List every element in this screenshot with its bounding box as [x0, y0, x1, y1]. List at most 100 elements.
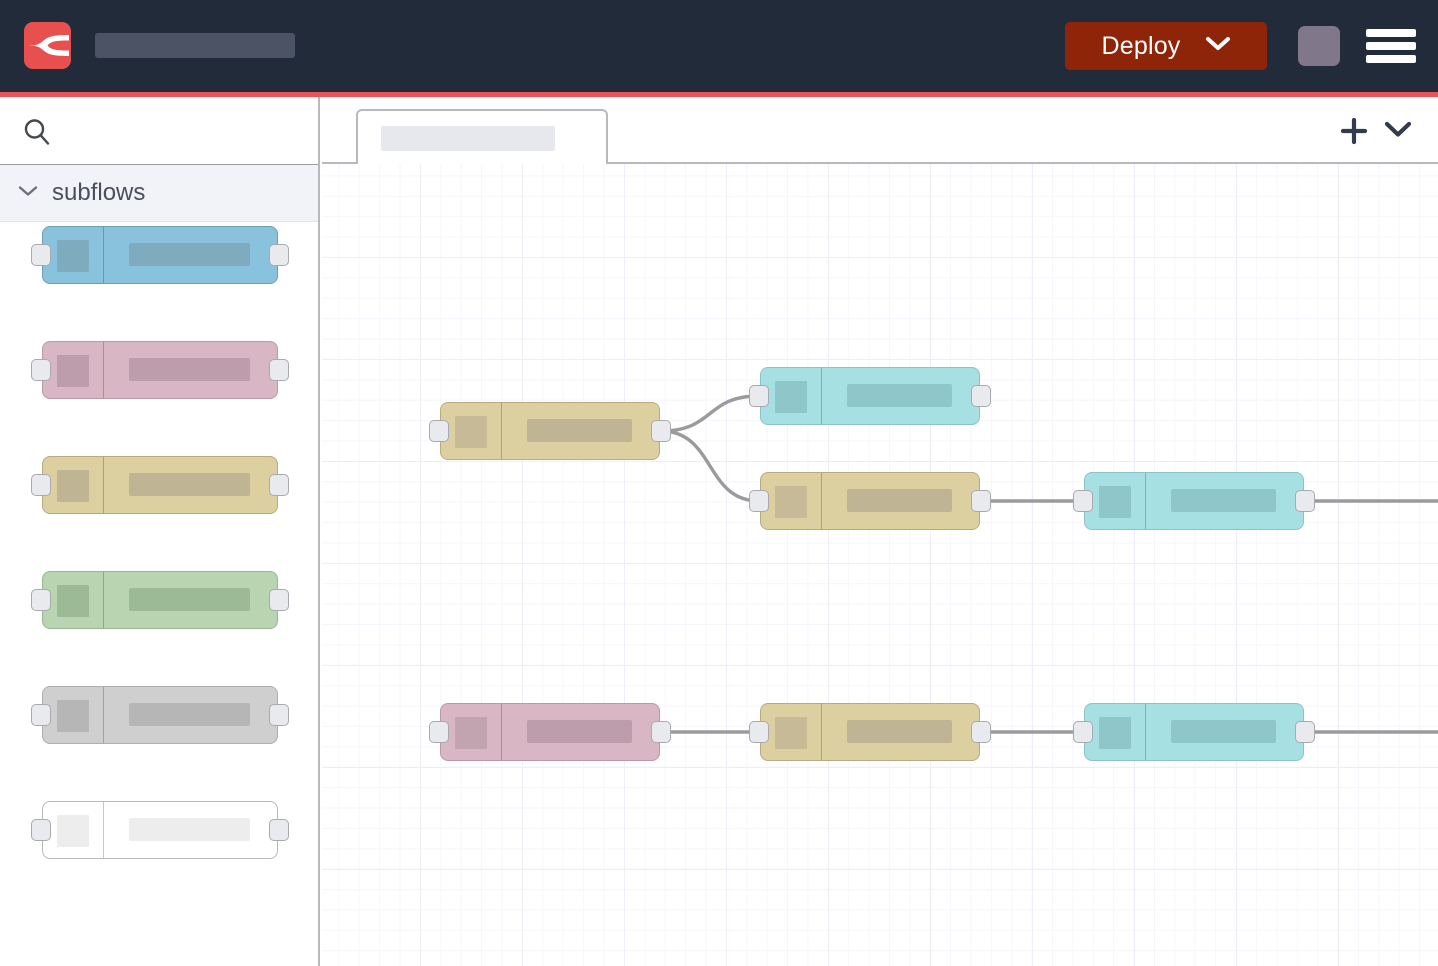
canvas-node-pink-1[interactable]	[429, 703, 671, 761]
node-icon-divider	[501, 704, 502, 760]
node-output-port[interactable]	[971, 385, 991, 407]
workspace-title-placeholder	[95, 33, 295, 58]
palette-node-blank[interactable]	[31, 801, 289, 859]
node-icon-divider	[501, 403, 502, 459]
node-body	[760, 472, 980, 530]
node-label-placeholder	[527, 419, 632, 442]
node-input-port[interactable]	[31, 704, 51, 726]
node-label-placeholder	[129, 358, 250, 381]
palette-node-pink[interactable]	[31, 341, 289, 399]
flow-tab-label	[381, 126, 555, 151]
node-input-port[interactable]	[31, 244, 51, 266]
node-icon-divider	[103, 687, 104, 743]
palette-category-label: subflows	[52, 179, 146, 206]
chevron-down-icon[interactable]	[1382, 117, 1414, 145]
hamburger-bar	[1366, 29, 1416, 37]
node-output-port[interactable]	[269, 244, 289, 266]
node-input-port[interactable]	[1073, 490, 1093, 512]
plus-icon[interactable]	[1338, 115, 1370, 147]
node-body	[440, 402, 660, 460]
node-output-port[interactable]	[971, 721, 991, 743]
node-input-port[interactable]	[749, 385, 769, 407]
node-output-port[interactable]	[651, 420, 671, 442]
palette-node-list	[0, 222, 318, 966]
node-input-port[interactable]	[749, 721, 769, 743]
hamburger-bar	[1366, 55, 1416, 63]
node-label-placeholder	[847, 384, 952, 407]
node-input-port[interactable]	[429, 420, 449, 442]
hamburger-menu-icon[interactable]	[1366, 27, 1416, 65]
node-output-port[interactable]	[971, 490, 991, 512]
wire-layer	[659, 394, 1438, 734]
node-output-port[interactable]	[1295, 490, 1315, 512]
node-icon-placeholder	[1099, 717, 1131, 749]
node-input-port[interactable]	[429, 721, 449, 743]
node-label-placeholder	[129, 588, 250, 611]
palette-sidebar: subflows	[0, 97, 320, 966]
chevron-down-icon[interactable]	[1205, 36, 1231, 57]
node-icon-placeholder	[57, 700, 89, 732]
palette-node-khaki[interactable]	[31, 456, 289, 514]
palette-category-subflows[interactable]: subflows	[0, 165, 318, 222]
canvas-node-cyan-1[interactable]	[749, 367, 991, 425]
node-label-placeholder	[1171, 489, 1276, 512]
node-input-port[interactable]	[1073, 721, 1093, 743]
node-icon-divider	[1145, 704, 1146, 760]
palette-node-green[interactable]	[31, 571, 289, 629]
node-icon-divider	[103, 572, 104, 628]
node-output-port[interactable]	[1295, 721, 1315, 743]
node-input-port[interactable]	[31, 474, 51, 496]
node-icon-placeholder	[57, 470, 89, 502]
node-body	[42, 226, 278, 284]
node-icon-divider	[103, 227, 104, 283]
canvas-node-khaki-3[interactable]	[749, 703, 991, 761]
node-body	[1084, 472, 1304, 530]
node-input-port[interactable]	[31, 359, 51, 381]
node-label-placeholder	[847, 489, 952, 512]
node-icon-divider	[103, 802, 104, 858]
node-body	[42, 571, 278, 629]
node-output-port[interactable]	[651, 721, 671, 743]
node-label-placeholder	[129, 243, 250, 266]
wire-n1-n2[interactable]	[659, 394, 761, 433]
flow-canvas[interactable]	[322, 164, 1438, 966]
canvas-node-khaki-1[interactable]	[429, 402, 671, 460]
node-output-port[interactable]	[269, 819, 289, 841]
node-output-port[interactable]	[269, 359, 289, 381]
canvas-node-khaki-2[interactable]	[749, 472, 991, 530]
chevron-down-icon[interactable]	[17, 184, 39, 203]
node-icon-divider	[821, 704, 822, 760]
node-output-port[interactable]	[269, 474, 289, 496]
node-input-port[interactable]	[749, 490, 769, 512]
node-input-port[interactable]	[31, 819, 51, 841]
node-body	[440, 703, 660, 761]
app-header: Deploy	[0, 0, 1438, 92]
canvas-node-cyan-3[interactable]	[1073, 703, 1315, 761]
node-body	[760, 703, 980, 761]
palette-search-row[interactable]	[0, 97, 318, 165]
node-body	[1084, 703, 1304, 761]
node-output-port[interactable]	[269, 704, 289, 726]
node-input-port[interactable]	[31, 589, 51, 611]
hamburger-bar	[1366, 42, 1416, 50]
node-label-placeholder	[527, 720, 632, 743]
node-icon-placeholder	[775, 486, 807, 518]
canvas-node-cyan-2[interactable]	[1073, 472, 1315, 530]
node-icon-placeholder	[57, 240, 89, 272]
node-icon-placeholder	[57, 815, 89, 847]
node-red-logo-icon[interactable]	[24, 22, 71, 69]
node-body	[760, 367, 980, 425]
palette-node-grey[interactable]	[31, 686, 289, 744]
node-label-placeholder	[129, 703, 250, 726]
node-label-placeholder	[129, 473, 250, 496]
deploy-button[interactable]: Deploy	[1065, 22, 1267, 70]
node-output-port[interactable]	[269, 589, 289, 611]
flow-tab-bar	[322, 97, 1438, 164]
node-body	[42, 341, 278, 399]
flow-tab-1[interactable]	[356, 109, 608, 164]
node-icon-placeholder	[57, 585, 89, 617]
user-avatar[interactable]	[1298, 26, 1340, 66]
palette-node-blue[interactable]	[31, 226, 289, 284]
wire-n1-n3[interactable]	[659, 429, 761, 503]
search-icon[interactable]	[22, 117, 52, 152]
